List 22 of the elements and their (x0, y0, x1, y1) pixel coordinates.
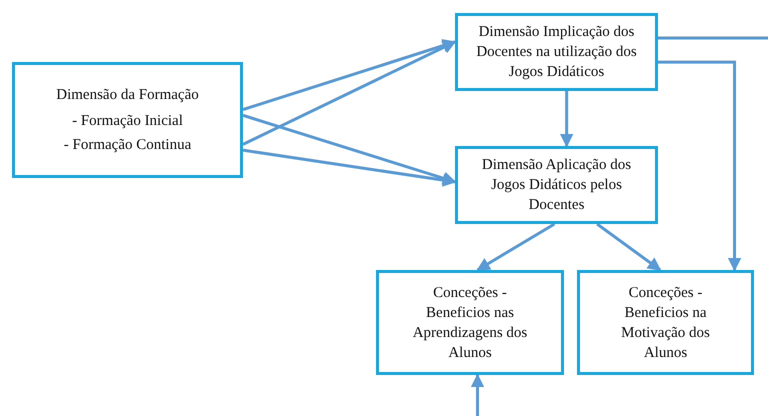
text-box (455, 146, 658, 224)
box-text: - Formação Inicial (72, 112, 183, 131)
text-box (455, 13, 658, 91)
arrow (242, 40, 456, 146)
box-text: Dimensão da Formação (56, 86, 199, 105)
arrow (470, 374, 484, 416)
box-text: Conceções - Beneficios nas Aprendizagens dos Alunos (412, 284, 528, 362)
box-text: Dimensão Implicação dos Docentes na utilização dos Jogos Didáticos (475, 23, 638, 82)
arrow (242, 148, 456, 187)
connector-line (658, 36, 768, 40)
arrow (560, 91, 574, 148)
arrow (658, 60, 742, 272)
arrow (596, 222, 662, 272)
text-box (12, 62, 243, 178)
box-text: Conceções - Beneficios na Motivação dos Alunos (620, 284, 711, 362)
text-box (577, 270, 754, 375)
arrow (242, 39, 456, 111)
arrow (242, 114, 456, 185)
box-text: - Formação Continua (64, 136, 192, 155)
text-box (376, 270, 564, 375)
box-text: Dimensão Aplicação dos Jogos Didáticos pelos Docentes (480, 156, 632, 215)
arrow (476, 222, 556, 272)
